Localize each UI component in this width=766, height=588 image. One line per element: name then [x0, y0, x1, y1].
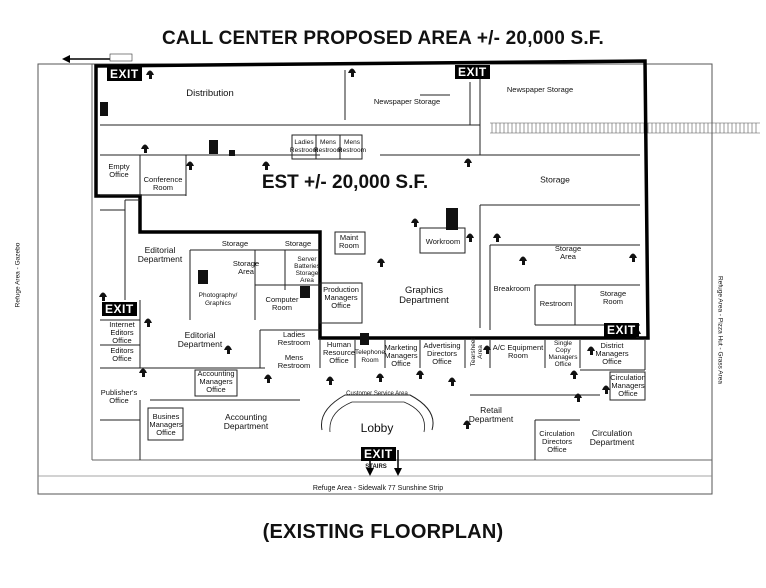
exit-sign-right: EXIT [604, 323, 639, 337]
fire-extinguisher-icon [463, 420, 471, 429]
room-advertising-directors: Advertising Directors Office [423, 341, 461, 366]
room-editors-office: Editors Office [110, 346, 134, 363]
room-storage-1: Storage [540, 174, 570, 185]
room-accounting-department: Accounting Department [223, 412, 269, 431]
fire-extinguisher-icon [139, 368, 147, 377]
room-ladies-restroom-2: Ladies Restroom [277, 330, 311, 347]
fire-extinguisher-icon [264, 374, 272, 383]
room-storage-2: Storage [221, 239, 249, 248]
fire-extinguisher-icon [348, 68, 356, 77]
room-distribution: Distribution [186, 88, 234, 99]
fire-extinguisher-icon [602, 385, 610, 394]
fire-extinguisher-icon [376, 373, 384, 382]
rail-track [490, 122, 760, 134]
room-restroom: Restroom [539, 299, 573, 308]
room-storage-area-1: Storage Area [232, 259, 260, 276]
lobby-curve [320, 394, 434, 431]
room-district-managers: District Managers Office [595, 341, 629, 366]
fire-extinguisher-icon [493, 233, 501, 242]
room-human-resource: Human Resource Office [322, 340, 356, 365]
exit-sign-left: EXIT [102, 302, 137, 316]
room-circulation-directors: Circulation Directors Office [539, 429, 575, 454]
room-storage-room: Storage Room [599, 289, 627, 306]
bottom-refuge-label: Refuge Area - Sidewalk 77 Sunshine Strip [312, 485, 444, 492]
room-telephone-room: Telephone Room [355, 349, 385, 364]
fire-extinguisher-icon [587, 346, 595, 355]
fire-extinguisher-icon [146, 70, 154, 79]
room-ac-equipment: A/C Equipment Room [492, 343, 544, 360]
room-business-managers: Busines Managers Office [149, 412, 183, 437]
fire-extinguisher-icon [519, 256, 527, 265]
fire-extinguisher-icon [464, 158, 472, 167]
fire-extinguisher-icon [141, 144, 149, 153]
proposed-area-outline [94, 59, 650, 340]
fire-extinguisher-icon [570, 370, 578, 379]
room-circulation-managers: Circulation Managers Office [610, 373, 646, 398]
room-ladies-restroom-1: Ladies Restroom [289, 139, 319, 154]
page-title: CALL CENTER PROPOSED AREA +/- 20,000 S.F… [162, 28, 604, 49]
room-marketing-managers: Marketing Managers Office [384, 343, 418, 368]
room-newspaper-storage-1: Newspaper Storage [373, 97, 441, 106]
room-editorial-department-2: Editorial Department [177, 330, 223, 349]
room-workroom: Workroom [425, 237, 461, 246]
room-conference-room: Conference Room [143, 175, 183, 192]
fire-extinguisher-icon [377, 258, 385, 267]
fire-extinguisher-icon [574, 393, 582, 402]
left-refuge-label: Refuge Area - Gazebo [14, 242, 22, 308]
fire-extinguisher-icon [186, 161, 194, 170]
fire-extinguisher-icon [411, 218, 419, 227]
room-storage-3: Storage [284, 239, 312, 248]
room-mens-restroom-1: Mens Restroom [313, 139, 343, 154]
room-storage-area-2: Storage Area [554, 244, 582, 261]
fire-extinguisher-icon [224, 345, 232, 354]
equipment-blocks [100, 102, 458, 345]
fire-extinguisher-icon [262, 161, 270, 170]
room-production-managers: Production Managers Office [323, 285, 359, 310]
fire-extinguisher-icon [629, 253, 637, 262]
room-computer-room: Computer Room [265, 295, 299, 312]
exit-sign-bottom: EXIT [361, 447, 396, 461]
exit-sign-top-left: EXIT [107, 67, 142, 81]
room-lobby: Lobby [360, 421, 394, 435]
fire-extinguisher-icon [466, 233, 474, 242]
room-internet-editors: Internet Editors Office [109, 320, 135, 345]
room-customer-service-area: Customer Service Area [346, 391, 408, 397]
room-graphics-department: Graphics Department [399, 285, 449, 306]
fire-extinguisher-icon [448, 377, 456, 386]
floorplan-caption: (EXISTING FLOORPLAN) [262, 521, 504, 543]
room-breakroom: Breakroom [493, 284, 531, 293]
room-mens-restroom-3: Mens Restroom [277, 353, 311, 370]
interior-walls [100, 70, 646, 460]
room-newspaper-storage-2: Newspaper Storage [506, 85, 574, 94]
stairs-label: STAIRS [365, 464, 387, 470]
room-circulation-department: Circulation Department [589, 428, 635, 447]
room-publishers-office: Publisher's Office [100, 388, 138, 405]
fire-extinguisher-icon [416, 370, 424, 379]
fire-extinguisher-icon [144, 318, 152, 327]
room-empty-office: Empty Office [108, 162, 130, 179]
right-refuge-label: Refuge Area - Pizza Hut - Grass Area [716, 275, 724, 385]
fire-extinguisher-icon [326, 376, 334, 385]
room-accounting-managers: Accounting Managers Office [197, 369, 235, 394]
room-single-copy-managers: Single Copy Managers Office [548, 340, 578, 368]
room-server-storage: Server Batteries Storage Area [294, 256, 320, 284]
room-photography-graphics: Photography/ Graphics [198, 292, 238, 307]
room-tearsheet-area: Tearsheet Area [470, 337, 484, 367]
exit-sign-top-center: EXIT [455, 65, 490, 79]
fire-extinguisher-icon [483, 345, 491, 354]
room-maint-room: Maint Room [338, 233, 360, 250]
room-retail-department: Retail Department [468, 405, 514, 424]
room-mens-restroom-2: Mens Restroom [337, 139, 367, 154]
fire-extinguisher-icon [99, 292, 107, 301]
highlight-area-label: EST +/- 20,000 S.F. [261, 172, 429, 193]
room-editorial-department-1: Editorial Department [137, 245, 183, 264]
